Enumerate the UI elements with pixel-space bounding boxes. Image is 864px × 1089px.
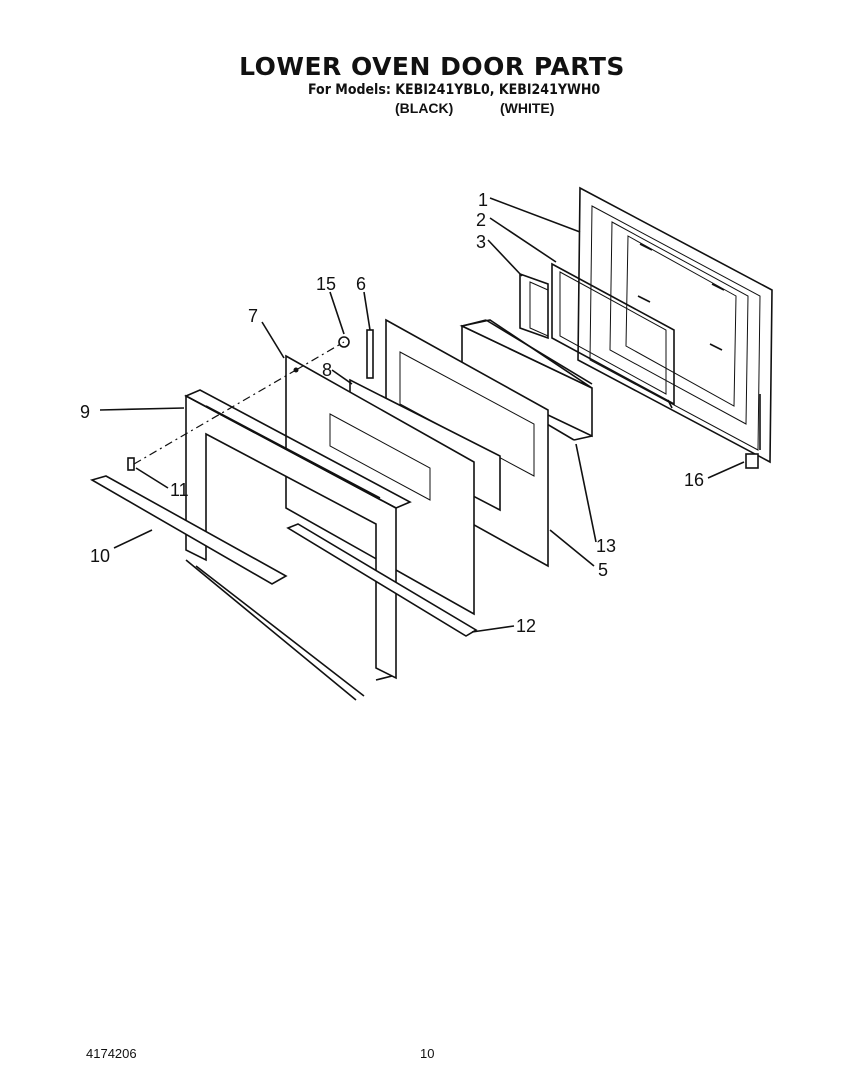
callout-11: 11 xyxy=(170,480,189,500)
page-number: 10 xyxy=(420,1046,435,1061)
part-insulation xyxy=(519,272,549,340)
part-clip xyxy=(127,457,135,471)
callout-2: 2 xyxy=(476,210,486,230)
callout-15: 15 xyxy=(316,274,336,294)
callout-9: 9 xyxy=(80,402,90,422)
callout-16: 16 xyxy=(684,470,704,490)
part-trim-strip xyxy=(89,475,365,701)
part-hinge-pin xyxy=(366,329,374,379)
callout-8: 8 xyxy=(322,360,332,380)
part-insulation-box xyxy=(459,319,593,441)
part-foot xyxy=(745,453,759,469)
models-line: For Models: KEBI241YBL0, KEBI241YWH0 xyxy=(308,82,601,98)
callout-10: 10 xyxy=(90,546,110,566)
part-door-gasket xyxy=(551,262,675,406)
callout-12: 12 xyxy=(516,616,536,636)
part-inner-door-panel xyxy=(577,186,773,464)
part-outer-door-frame xyxy=(184,389,412,681)
callout-3: 3 xyxy=(476,232,486,252)
callout-7: 7 xyxy=(248,306,258,326)
color-label-black: (BLACK) xyxy=(395,100,454,116)
assembly-line xyxy=(133,369,297,465)
document-number: 4174206 xyxy=(86,1046,137,1061)
callout-13: 13 xyxy=(596,536,616,556)
color-label-white: (WHITE) xyxy=(500,100,555,116)
leader-lines xyxy=(99,197,745,633)
callout-6: 6 xyxy=(356,274,366,294)
callout-5: 5 xyxy=(598,560,608,580)
callout-1: 1 xyxy=(478,190,488,210)
page-title: LOWER OVEN DOOR PARTS xyxy=(239,52,625,81)
part-bottom-trim xyxy=(286,523,478,637)
